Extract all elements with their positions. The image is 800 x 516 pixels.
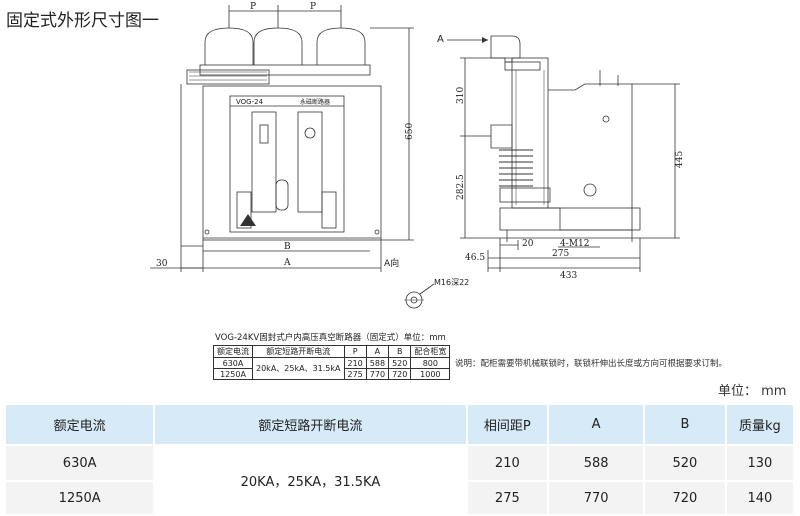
cell-b: 520 (643, 444, 727, 482)
cell-a: 770 (365, 368, 390, 380)
cell-b: 520 (388, 357, 412, 369)
thread-detail: M16深22 (404, 278, 469, 309)
dim-b: B (284, 242, 291, 252)
dim-a: A (283, 258, 291, 268)
table-row: 630A 20KA，25KA，31.5KA 210 588 520 130 (3, 444, 796, 516)
cell-p: 275 (343, 368, 367, 380)
dim-p-left: P (250, 2, 256, 12)
table-row: 630A 20kA、25kA、31.5kA 210 588 520 800 (213, 357, 451, 380)
cell-p: 210 (465, 444, 550, 482)
spec-table-caption: VOG-24KV固封式户内高压真空断路器（固定式）单位：mm (215, 333, 446, 343)
header-cell: P (343, 345, 367, 358)
table-row: 1250A 275 770 720 1000 (213, 368, 451, 380)
dim-650: 650 (405, 123, 415, 140)
header-cell: 额定短路开断电流 (153, 403, 468, 446)
spec-table-small: VOG-24KV固封式户内高压真空断路器（固定式）单位：mm 额定电流 额定短路… (213, 331, 451, 380)
note-text: 说明：配柜需要带机械联锁时，联锁杆伸出长度或方向可根据要求订制。 (455, 359, 728, 369)
cell-breaking: 20kA、25kA、31.5kA (252, 357, 345, 380)
cell-current: 1250A (213, 368, 253, 380)
model-label: VOG-24 (236, 98, 264, 106)
header-cell: A (365, 345, 390, 358)
thread-label: M16深22 (434, 278, 469, 287)
header-cell: 额定电流 (3, 403, 156, 446)
dim-282: 282.5 (456, 174, 466, 200)
cell-a: 588 (365, 357, 390, 369)
cell-b: 720 (388, 368, 412, 380)
view-a-label: A向 (384, 257, 399, 269)
dim-445: 445 (675, 151, 685, 168)
dim-4m12: 4-M12 (560, 239, 589, 249)
dim-20: 20 (522, 239, 534, 249)
cell-breaking: 20KA，25KA，31.5KA (153, 444, 468, 516)
cell-a: 770 (547, 480, 646, 516)
brand-label: 永磁断路器 (300, 98, 330, 106)
side-view: A 310 282.5 445 20 (437, 34, 685, 281)
unit-label: 单位： mm (718, 384, 787, 399)
dim-46-5: 46.5 (465, 253, 485, 263)
table-row: 1250A 275 770 720 140 (3, 480, 796, 516)
header-cell: B (643, 403, 727, 446)
spec-table-main: 额定电流 额定短路开断电流 相间距P A B 质量kg 630A 20KA，25… (3, 403, 796, 516)
dim-310: 310 (456, 87, 466, 104)
cell-current: 630A (3, 444, 156, 482)
header-cell: 额定电流 (213, 345, 253, 358)
dim-433: 433 (560, 271, 577, 281)
cell-mass: 130 (724, 444, 796, 482)
header-cell: 额定短路开断电流 (252, 345, 345, 358)
cell-width: 1000 (410, 368, 451, 380)
dim-30: 30 (156, 259, 168, 269)
cell-current: 630A (213, 357, 253, 369)
header-cell: 相间距P (465, 403, 550, 446)
front-view: P P VOG-24 永磁断路器 650 (150, 2, 415, 272)
cell-p: 275 (465, 480, 550, 516)
header-cell: 配合柜宽 (410, 345, 451, 358)
cell-current: 1250A (3, 480, 156, 516)
cell-b: 720 (643, 480, 727, 516)
header-cell: A (547, 403, 646, 446)
cell-p: 210 (343, 357, 367, 369)
main-table-header: 额定电流 额定短路开断电流 相间距P A B 质量kg (3, 403, 796, 446)
cell-width: 800 (410, 357, 451, 369)
dim-p-right: P (310, 2, 316, 12)
header-cell: B (388, 345, 412, 358)
breaker-body (202, 85, 382, 241)
cell-a: 588 (547, 444, 646, 482)
cell-mass: 140 (724, 480, 796, 516)
insulator-poles (186, 27, 371, 85)
page-title: 固定式外形尺寸图一 (6, 11, 159, 31)
spec-table-header: 额定电流 额定短路开断电流 P A B 配合柜宽 (213, 345, 451, 358)
dim-275: 275 (552, 249, 569, 259)
arrow-a-label: A (437, 34, 444, 45)
technical-drawing: P P VOG-24 永磁断路器 650 (150, 2, 685, 309)
header-cell: 质量kg (724, 403, 796, 446)
